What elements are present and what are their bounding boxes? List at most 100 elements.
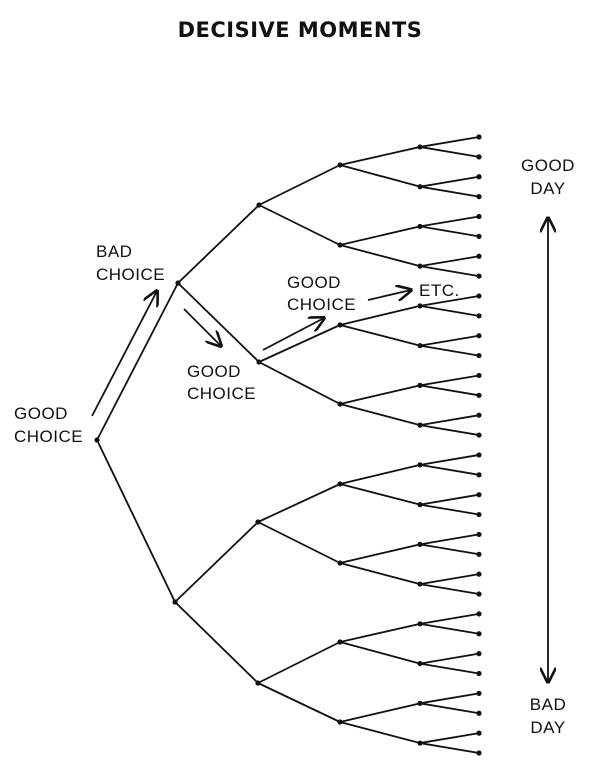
tree-branch <box>419 613 480 625</box>
tree-branch <box>339 483 421 506</box>
decision-node <box>255 680 261 686</box>
tree-branch <box>419 334 480 347</box>
tree-branch <box>339 225 421 246</box>
outcome-node <box>476 233 482 239</box>
outcome-node <box>476 253 482 259</box>
tree-branch <box>419 225 480 238</box>
tree-branch <box>419 175 480 188</box>
tree-branch <box>257 641 341 684</box>
good-choice-upper-label-line2: CHOICE <box>287 295 356 314</box>
outcome-node <box>476 273 482 279</box>
tree-branch <box>419 374 480 387</box>
outcome-node <box>476 710 482 716</box>
tree-branch <box>419 533 480 546</box>
decision-node <box>256 359 262 365</box>
decision-node <box>337 162 343 168</box>
tree-branch <box>174 521 259 603</box>
tree-branch <box>257 483 341 523</box>
outcome-node <box>476 392 482 398</box>
outcome-node <box>476 174 482 180</box>
decision-node <box>255 519 261 525</box>
outcome-node <box>476 492 482 498</box>
outcome-node <box>476 432 482 438</box>
decision-node <box>337 322 343 328</box>
root-label-line2: CHOICE <box>14 427 83 446</box>
tree-branch <box>419 583 480 595</box>
etc-arrow <box>367 290 411 300</box>
outcome-node <box>476 194 482 200</box>
tree-branch <box>419 702 480 715</box>
good-choice-upper-arrow <box>262 318 324 351</box>
bad-day-label-line2: DAY <box>530 718 565 737</box>
decision-node <box>337 719 343 725</box>
tree-branch <box>419 215 480 228</box>
outcome-node <box>476 670 482 677</box>
decision-node <box>417 303 423 309</box>
outcome-node <box>476 690 482 696</box>
tree-branch <box>419 424 480 436</box>
diagram-title: DECISIVE MOMENTS <box>177 18 423 42</box>
decision-node <box>417 144 423 150</box>
tree-branch <box>419 305 480 317</box>
bad-day-label-line1: BAD <box>530 695 566 714</box>
tree-branch <box>258 164 341 206</box>
tree-branch <box>419 742 480 754</box>
tree-branch <box>419 255 480 268</box>
tree-branch <box>96 439 176 603</box>
decision-node <box>337 481 343 487</box>
decision-node <box>417 343 423 349</box>
tree-branch <box>257 521 341 564</box>
tree-branch <box>339 622 421 643</box>
good-choice-upper-label-line1: GOOD <box>287 273 341 292</box>
tree-branch <box>419 463 480 476</box>
decision-node <box>256 202 262 208</box>
outcome-node <box>476 631 482 637</box>
root-label-line1: GOOD <box>14 404 68 423</box>
tree-branches <box>96 136 480 754</box>
good-choice-mid-label-line1: GOOD <box>187 362 241 381</box>
tree-branch <box>339 562 421 585</box>
tree-branch <box>419 146 480 158</box>
good-choice-arrow <box>183 308 221 346</box>
outcome-node <box>476 313 482 319</box>
outcome-node <box>476 293 482 299</box>
tree-branch <box>419 384 480 397</box>
outcome-node <box>476 352 482 359</box>
decision-node <box>417 621 423 627</box>
bad-choice-label-line1: BAD <box>96 242 132 261</box>
tree-branch <box>419 662 480 675</box>
root-node <box>94 437 100 443</box>
tree-branch <box>419 732 480 744</box>
bad-choice-arrow <box>91 291 157 417</box>
outcome-node <box>476 750 482 756</box>
tree-branch <box>419 652 480 665</box>
outcome-node <box>476 452 482 458</box>
tree-branch <box>419 573 480 585</box>
tree-branch <box>419 344 480 357</box>
tree-branch <box>419 493 480 506</box>
tree-branch <box>339 305 421 326</box>
decision-node <box>417 541 423 547</box>
tree-branch <box>174 601 259 684</box>
decision-node <box>337 242 343 248</box>
decision-node <box>417 740 423 746</box>
tree-branch <box>339 463 421 485</box>
good-day-label-line1: GOOD <box>521 156 575 175</box>
outcome-node <box>476 611 482 617</box>
tree-branch <box>339 244 421 268</box>
outcome-node <box>476 372 482 379</box>
outcome-node <box>476 412 482 418</box>
tree-branch <box>177 204 260 284</box>
tree-branch <box>339 164 421 188</box>
outcome-node <box>476 472 482 478</box>
outcome-node <box>476 154 482 160</box>
bad-choice-label-line2: CHOICE <box>96 265 165 284</box>
outcome-node <box>476 511 482 518</box>
decision-node <box>417 422 423 428</box>
tree-branch <box>419 454 480 466</box>
decision-node <box>417 263 423 269</box>
tree-branch <box>419 265 480 277</box>
tree-branch <box>257 682 341 723</box>
tree-branch <box>419 543 480 556</box>
